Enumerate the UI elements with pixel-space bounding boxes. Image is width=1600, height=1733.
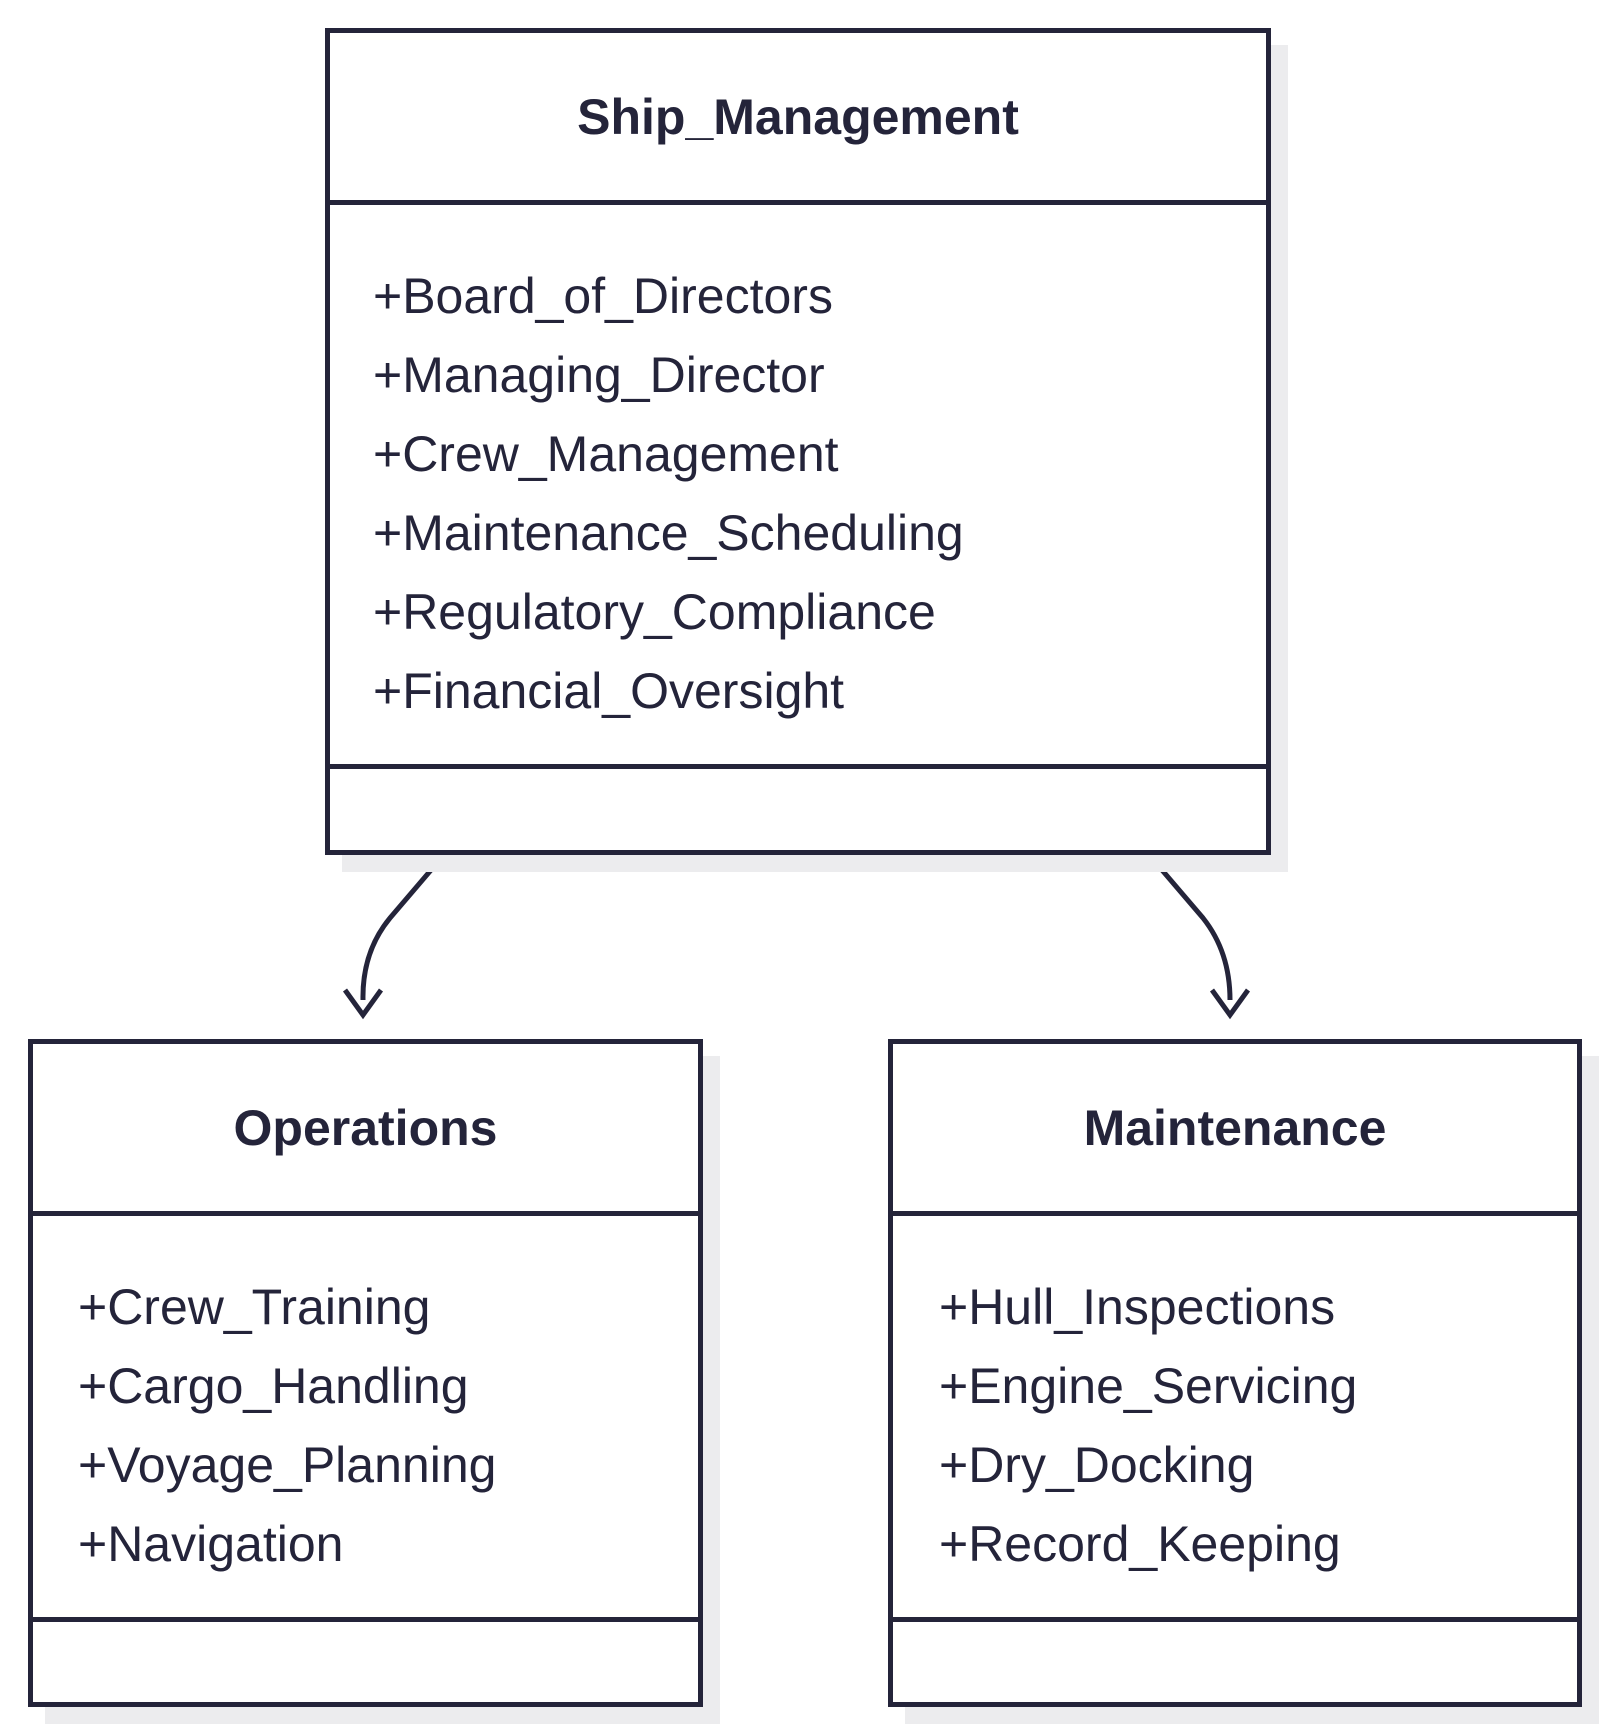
class-name: Maintenance	[893, 1044, 1577, 1216]
attribute: +Hull_Inspections	[939, 1279, 1336, 1335]
attribute: +Cargo_Handling	[78, 1358, 469, 1414]
attribute: +Regulatory_Compliance	[373, 584, 936, 640]
attribute: +Voyage_Planning	[78, 1437, 497, 1493]
attribute: +Financial_Oversight	[373, 663, 845, 719]
attribute-list: +Hull_Inspections +Engine_Servicing +Dry…	[893, 1216, 1577, 1622]
attribute: +Dry_Docking	[939, 1437, 1255, 1493]
attribute-list: +Crew_Training +Cargo_Handling +Voyage_P…	[33, 1216, 698, 1622]
arrowhead-maintenance	[1209, 988, 1251, 1020]
attribute: +Managing_Director	[373, 347, 825, 403]
class-maintenance: Maintenance +Hull_Inspections +Engine_Se…	[888, 1039, 1582, 1707]
attribute: +Maintenance_Scheduling	[373, 505, 964, 561]
class-name: Operations	[33, 1044, 698, 1216]
class-ship-management: Ship_Management +Board_of_Directors +Man…	[325, 28, 1271, 855]
method-list	[330, 769, 1266, 850]
attribute: +Crew_Management	[373, 426, 839, 482]
attribute-list: +Board_of_Directors +Managing_Director +…	[330, 205, 1266, 769]
attribute: +Crew_Training	[78, 1279, 431, 1335]
edge-ship-to-maintenance	[1148, 854, 1233, 1001]
class-name: Ship_Management	[330, 33, 1266, 205]
edge-ship-to-operations	[360, 854, 445, 1001]
attribute: +Record_Keeping	[939, 1516, 1341, 1572]
class-operations: Operations +Crew_Training +Cargo_Handlin…	[28, 1039, 703, 1707]
attribute: +Engine_Servicing	[939, 1358, 1358, 1414]
attribute: +Navigation	[78, 1516, 344, 1572]
method-list	[893, 1622, 1577, 1702]
method-list	[33, 1622, 698, 1702]
attribute: +Board_of_Directors	[373, 268, 833, 324]
arrowhead-operations	[342, 988, 384, 1020]
